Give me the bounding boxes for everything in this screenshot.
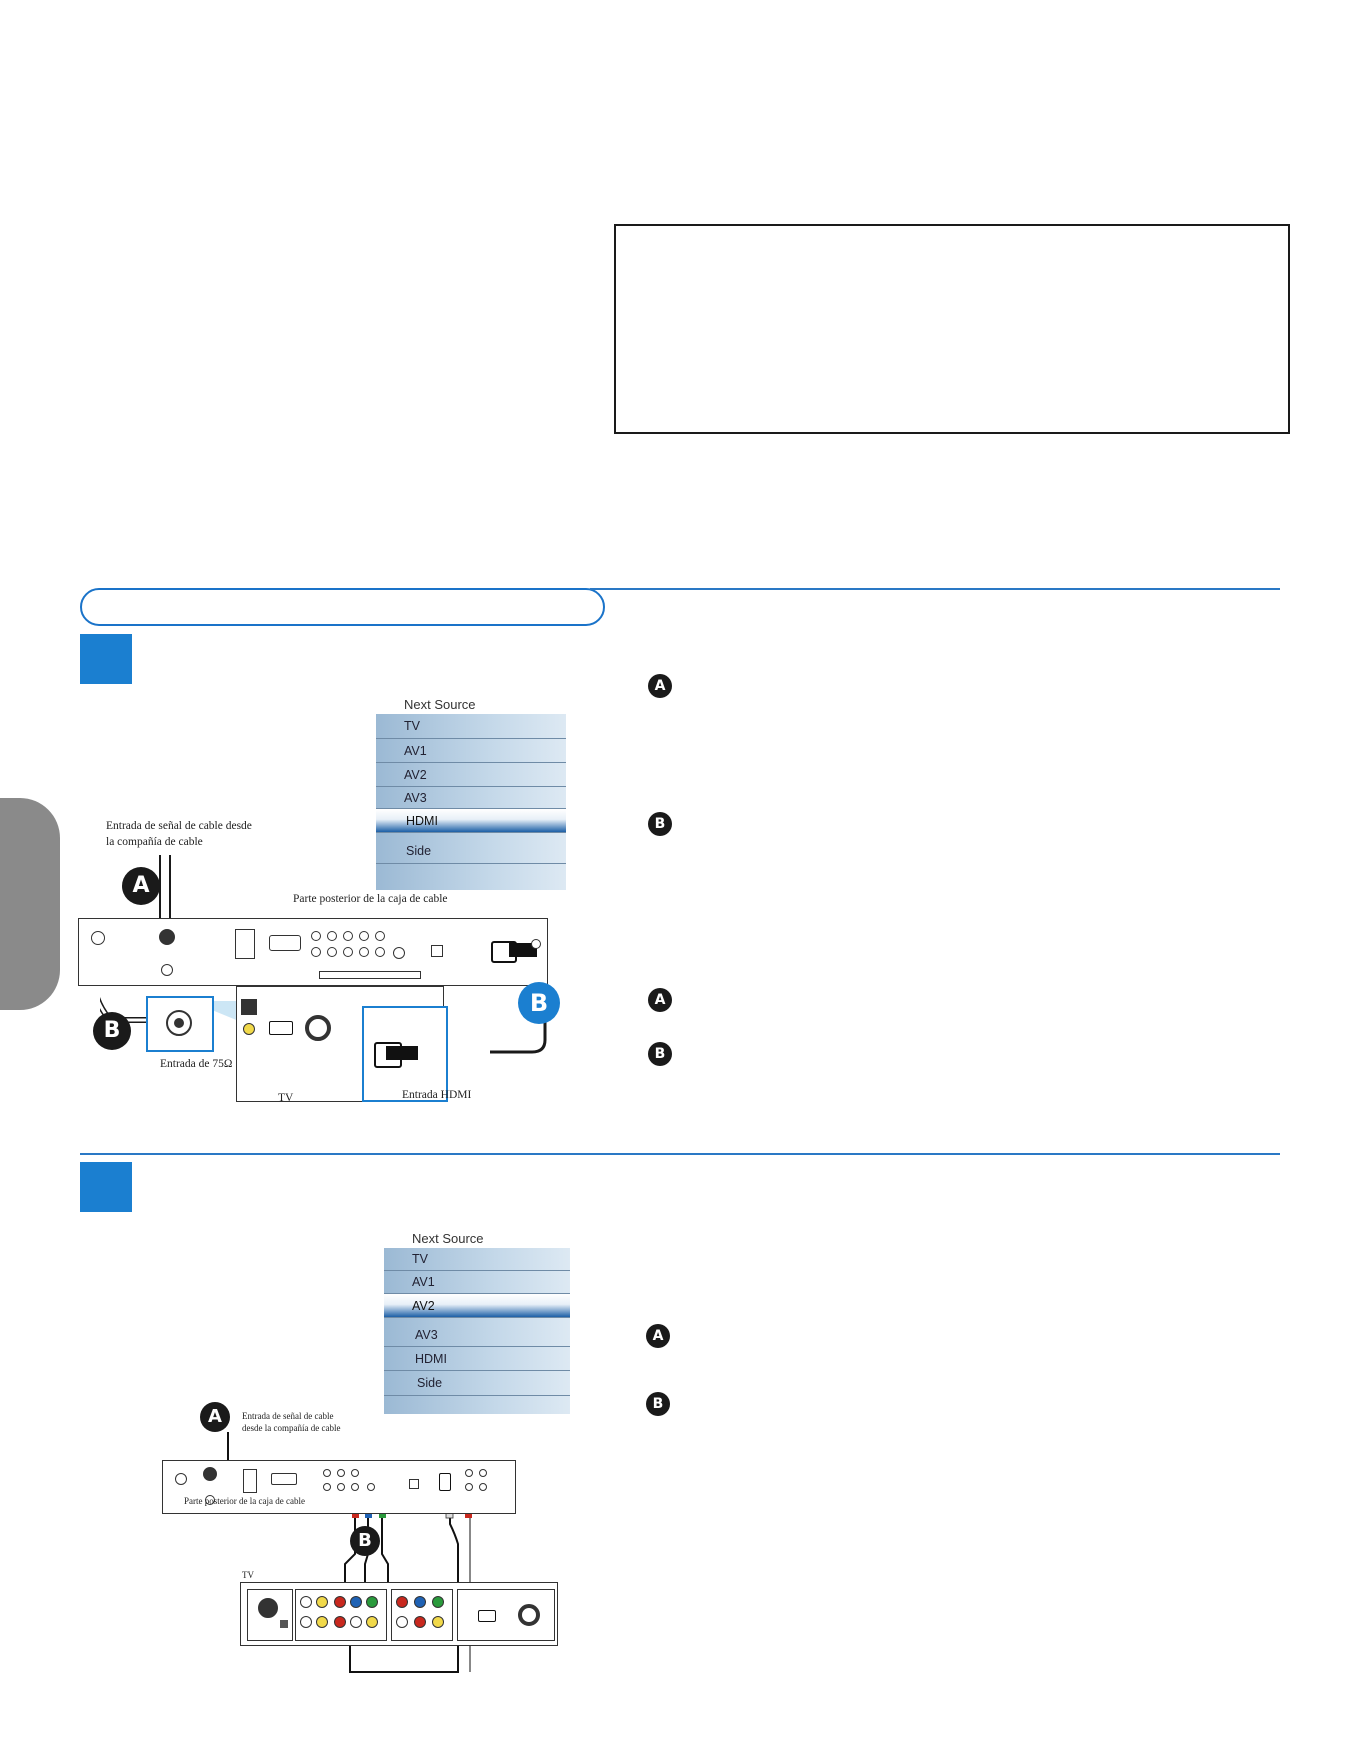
jack-to-tuner bbox=[91, 931, 105, 945]
usb-port bbox=[235, 929, 255, 959]
step1-badge-a2: A bbox=[648, 988, 672, 1012]
cable-box-panel-2 bbox=[162, 1460, 516, 1514]
badge-a-large: A bbox=[122, 867, 160, 905]
menu-item-av2[interactable]: AV2 bbox=[376, 763, 566, 787]
badge-b-blue: B bbox=[518, 982, 560, 1024]
jack-cable-in bbox=[159, 929, 175, 945]
zoom-hdmi-input bbox=[362, 1006, 448, 1102]
tv-back-panel-2 bbox=[240, 1582, 558, 1646]
menu2-item-av2[interactable]: AV2 bbox=[384, 1294, 570, 1318]
input-75-label: Entrada de 75Ω bbox=[160, 1058, 233, 1070]
step1-badge-a: A bbox=[648, 674, 672, 698]
tv-label: TV bbox=[278, 1092, 294, 1104]
step1-badge-b: B bbox=[648, 812, 672, 836]
menu-item-av1[interactable]: AV1 bbox=[376, 739, 566, 763]
menu-item-side[interactable]: Side bbox=[376, 838, 566, 864]
step2-badge-b: B bbox=[646, 1392, 670, 1416]
dvi-port bbox=[269, 935, 301, 951]
step1-badge-b2: B bbox=[648, 1042, 672, 1066]
source-menu-2: TV AV1 AV2 AV3 HDMI Side bbox=[384, 1248, 570, 1414]
cable-box-panel bbox=[78, 918, 548, 986]
menu2-item-side[interactable]: Side bbox=[384, 1371, 570, 1396]
step-1-box bbox=[80, 634, 132, 684]
menu-item-hdmi[interactable]: HDMI bbox=[376, 809, 566, 833]
diagram-component-connection: Next Source TV AV1 AV2 AV3 HDMI Side A E… bbox=[162, 1224, 580, 1684]
menu2-item-av3[interactable]: AV3 bbox=[384, 1323, 570, 1347]
menu-title-2: Next Source bbox=[412, 1231, 484, 1246]
av-jack-cluster bbox=[311, 931, 411, 969]
step2-badge-a: A bbox=[646, 1324, 670, 1348]
side-tab bbox=[0, 798, 60, 1010]
section-title-pill bbox=[80, 588, 605, 626]
badge-b-d2: B bbox=[350, 1526, 380, 1556]
zoom-75-input bbox=[146, 996, 214, 1052]
menu2-item-tv[interactable]: TV bbox=[384, 1248, 570, 1271]
menu-item-av3[interactable]: AV3 bbox=[376, 787, 566, 809]
menu2-item-hdmi[interactable]: HDMI bbox=[384, 1347, 570, 1371]
badge-a-d2: A bbox=[200, 1402, 230, 1432]
cable-signal-label-2: Entrada de señal de cable desde la compa… bbox=[242, 1411, 341, 1433]
hdmi-input-label: Entrada HDMI bbox=[402, 1089, 472, 1101]
cable-signal-label: Entrada de señal de cable desde la compa… bbox=[106, 820, 252, 848]
menu-item-tv[interactable]: TV bbox=[376, 714, 566, 739]
badge-b-large: B bbox=[93, 1012, 131, 1050]
cable-box-rear-label: Parte posterior de la caja de cable bbox=[293, 893, 448, 905]
info-box bbox=[614, 224, 1290, 434]
step-2-box bbox=[80, 1162, 132, 1212]
diagram-hdmi-connection: Next Source TV AV1 AV2 AV3 HDMI Side Ent… bbox=[78, 690, 580, 1110]
menu2-item-av1[interactable]: AV1 bbox=[384, 1271, 570, 1294]
tv-coax-jack bbox=[305, 1015, 331, 1041]
source-menu: TV AV1 AV2 AV3 HDMI Side bbox=[376, 714, 566, 890]
cable-box-rear-label-2: Parte posterior de la caja de cable bbox=[184, 1496, 305, 1506]
tv-label-2: TV bbox=[242, 1570, 254, 1580]
section-divider bbox=[590, 588, 1280, 590]
menu-title: Next Source bbox=[404, 697, 476, 712]
section-divider-2 bbox=[80, 1153, 1280, 1155]
